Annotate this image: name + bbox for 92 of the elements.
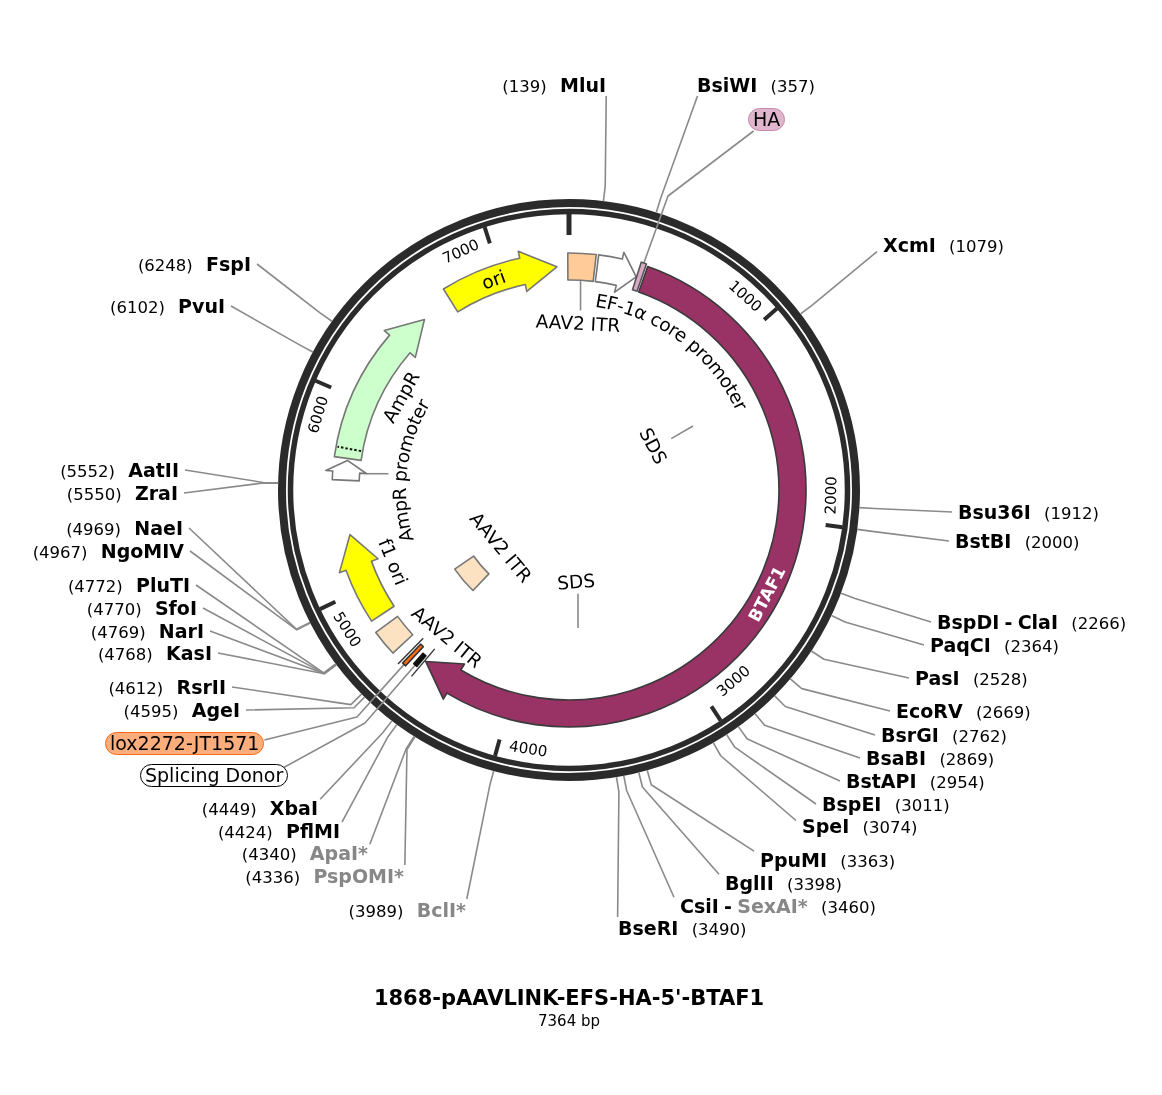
scale-label: 4000 bbox=[508, 736, 549, 761]
leader-line bbox=[341, 723, 398, 823]
leader-line bbox=[737, 725, 841, 782]
leader-line bbox=[231, 686, 363, 706]
restriction-site-label: CsiI - SexAI* (3460) bbox=[674, 895, 882, 917]
leader-line bbox=[369, 735, 415, 845]
restriction-site-label: (4612) RsrII bbox=[102, 676, 232, 698]
restriction-site-label: (6248) FspI bbox=[131, 253, 257, 275]
restriction-site-label: (4340) ApaI* bbox=[235, 842, 374, 864]
feature-segment bbox=[594, 251, 637, 293]
restriction-site-label: (4969) NaeI bbox=[60, 517, 189, 539]
leader-line bbox=[643, 130, 755, 264]
feature-label: SDS bbox=[556, 569, 596, 594]
restriction-site-label: BglII (3398) bbox=[719, 872, 848, 894]
feature-tag: HA bbox=[748, 108, 786, 131]
restriction-site-label: (139) MluI bbox=[496, 74, 612, 96]
restriction-site-label: SpeI (3074) bbox=[796, 815, 924, 837]
leader-line bbox=[189, 550, 311, 631]
restriction-site-label: (6102) PvuI bbox=[103, 295, 231, 317]
leader-line bbox=[830, 614, 925, 646]
feature-tag: lox2272-JT1571 bbox=[105, 732, 265, 755]
leader-line bbox=[365, 472, 390, 475]
leader-line bbox=[195, 584, 337, 674]
restriction-site-label: (4772) PluTI bbox=[61, 574, 196, 596]
leader-line bbox=[209, 630, 337, 675]
leader-line bbox=[202, 607, 337, 675]
feature-block bbox=[453, 555, 490, 592]
scale-label: 6000 bbox=[303, 393, 333, 436]
leader-line bbox=[615, 776, 620, 918]
plasmid-title: 1868-pAAVLINK-EFS-HA-5'-BTAF1 bbox=[373, 985, 765, 1011]
restriction-site-label: (4336) PspOMI* bbox=[239, 865, 410, 887]
leader-line bbox=[799, 250, 878, 315]
restriction-site-label: EcoRV (2669) bbox=[890, 700, 1037, 722]
restriction-site-label: BsiWI (357) bbox=[691, 74, 821, 96]
leader-line bbox=[217, 652, 338, 675]
restriction-site-label: BspDI - ClaI (2266) bbox=[931, 611, 1133, 633]
leader-line bbox=[319, 720, 393, 800]
feature-segment bbox=[325, 459, 368, 482]
leader-line bbox=[810, 650, 910, 679]
leader-line bbox=[858, 506, 953, 513]
restriction-site-label: PaqCI (2364) bbox=[924, 634, 1065, 656]
restriction-site-label: PasI (2528) bbox=[909, 667, 1034, 689]
restriction-site-label: BseRI (3490) bbox=[612, 917, 753, 939]
leader-line bbox=[263, 663, 405, 741]
restriction-site-label: (4595) AgeI bbox=[117, 699, 246, 721]
feature-label: SDS bbox=[635, 424, 672, 468]
feature-tag: Splicing Donor bbox=[140, 764, 289, 787]
restriction-site-label: (4424) PflMI bbox=[211, 820, 346, 842]
restriction-site-label: (5552) AatII bbox=[54, 459, 185, 481]
leader-line bbox=[655, 95, 699, 214]
leader-line bbox=[623, 775, 675, 898]
leader-line bbox=[579, 279, 582, 312]
feature-block bbox=[566, 252, 598, 283]
leader-line bbox=[245, 696, 366, 711]
leader-line bbox=[725, 733, 817, 805]
leader-line bbox=[773, 695, 876, 736]
restriction-site-label: (5550) ZraI bbox=[60, 482, 184, 504]
leader-line bbox=[840, 592, 932, 623]
restriction-site-label: BsaBI (2869) bbox=[860, 747, 1001, 769]
leader-line bbox=[184, 469, 279, 484]
feature-bar bbox=[410, 648, 436, 678]
leader-line bbox=[602, 95, 607, 202]
leader-line bbox=[789, 678, 891, 712]
restriction-site-label: BspEI (3011) bbox=[816, 793, 956, 815]
leader-line bbox=[466, 770, 495, 900]
restriction-site-label: (4967) NgoMIV bbox=[26, 540, 190, 562]
leader-line bbox=[712, 741, 797, 822]
leader-line bbox=[188, 527, 311, 631]
restriction-site-label: BsrGI (2762) bbox=[875, 724, 1013, 746]
leader-line bbox=[638, 771, 720, 875]
restriction-site-label: BstBI (2000) bbox=[949, 530, 1086, 552]
plasmid-size-label: 7364 bp bbox=[538, 1012, 600, 1030]
restriction-site-label: BstAPI (2954) bbox=[840, 770, 991, 792]
leader-line bbox=[404, 736, 416, 866]
restriction-site-label: PpuMI (3363) bbox=[754, 849, 902, 871]
restriction-site-label: (4770) SfoI bbox=[80, 597, 203, 619]
restriction-site-label: Bsu36I (1912) bbox=[952, 501, 1105, 523]
leader-line bbox=[856, 528, 950, 542]
leader-line bbox=[577, 592, 579, 629]
restriction-site-label: (4768) KasI bbox=[91, 642, 218, 664]
leader-line bbox=[256, 263, 333, 323]
restriction-site-label: (3989) BclI* bbox=[342, 899, 472, 921]
feature-bar bbox=[631, 261, 648, 293]
leader-line bbox=[283, 664, 417, 769]
restriction-site-label: XcmI (1079) bbox=[877, 234, 1010, 256]
leader-line bbox=[230, 305, 314, 353]
leader-line bbox=[646, 769, 755, 852]
scale-label: 2000 bbox=[821, 476, 841, 515]
leader-line bbox=[670, 425, 694, 440]
leader-line bbox=[754, 712, 861, 759]
restriction-site-label: (4449) XbaI bbox=[195, 797, 324, 819]
restriction-site-label: (4769) NarI bbox=[84, 620, 210, 642]
